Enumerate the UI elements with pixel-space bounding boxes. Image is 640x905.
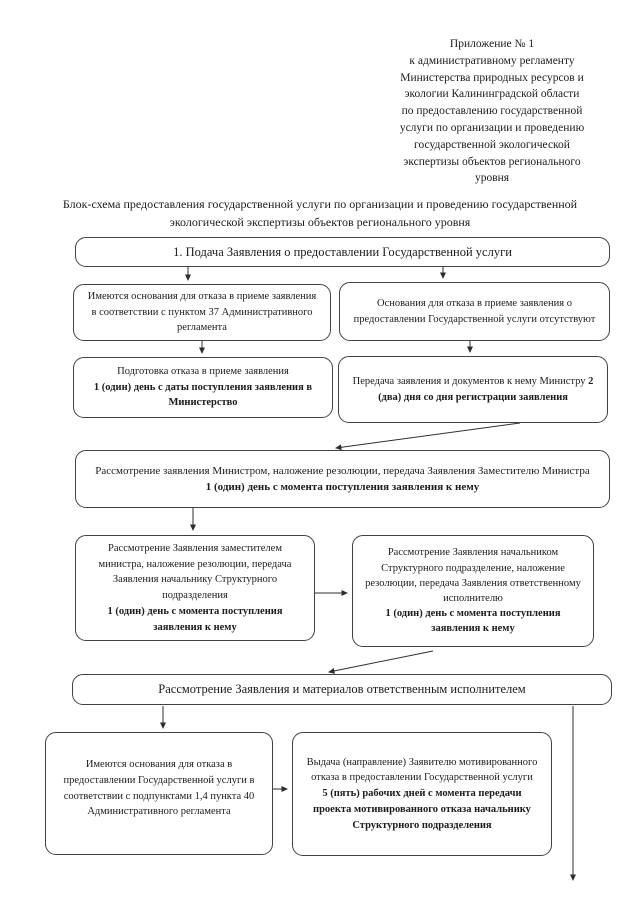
flow-box-transfer-to-minister: Передача заявления и документов к нему М… bbox=[338, 356, 608, 423]
flow-box-text-normal: Рассмотрение Заявления заместителем мини… bbox=[98, 542, 292, 601]
flow-box-text: Выдача (направление) Заявителю мотивиров… bbox=[303, 755, 541, 834]
flow-box-text: Имеются основания для отказа в предостав… bbox=[63, 759, 255, 818]
appendix-line: уровня bbox=[474, 172, 510, 185]
flow-box-text-normal: Подготовка отказа в приеме заявления bbox=[117, 365, 289, 377]
flow-box-motivated-refusal: Выдача (направление) Заявителю мотивиров… bbox=[292, 732, 552, 856]
appendix-line: экспертизы объектов регионального bbox=[403, 155, 581, 168]
flow-box-text: Основания для отказа в приеме заявления … bbox=[353, 297, 596, 325]
flow-box-text: Передача заявления и документов к нему М… bbox=[349, 374, 597, 406]
flow-box-prepare-refusal: Подготовка отказа в приеме заявления 1 (… bbox=[73, 357, 333, 418]
flow-box-head-review: Рассмотрение Заявления начальником Струк… bbox=[352, 535, 594, 647]
flow-box-text-normal: Выдача (направление) Заявителю мотивиров… bbox=[306, 756, 538, 784]
flow-box-refusal-grounds-exist: Имеются основания для отказа в приеме за… bbox=[73, 284, 331, 341]
flow-box-text-term: 1 (один) день с момента поступления заяв… bbox=[107, 605, 283, 633]
flow-box-text-term: 2 (два) дня со дня регистрации заявления bbox=[378, 375, 594, 403]
flow-box-text-term: 1 (один) день с даты поступления заявлен… bbox=[93, 381, 313, 409]
appendix-line: по предоставлению государственной bbox=[401, 105, 583, 118]
flow-box-text: Имеются основания для отказа в приеме за… bbox=[87, 290, 317, 334]
flow-box-text-term: 1 (один) день с момента поступления заяв… bbox=[385, 608, 561, 635]
flow-box-step1-application: 1. Подача Заявления о предоставлении Гос… bbox=[75, 237, 610, 267]
flow-box-text-term: 1 (один) день с момента поступления заяв… bbox=[205, 481, 480, 493]
flow-box-text: Рассмотрение Заявления заместителем мини… bbox=[89, 541, 301, 636]
appendix-line: экологии Калининградской области bbox=[404, 88, 580, 101]
appendix-line: Министерства природных ресурсов и bbox=[400, 71, 584, 84]
flow-box-text: Рассмотрение Заявления и материалов отве… bbox=[158, 682, 526, 697]
flow-box-minister-review: Рассмотрение заявления Министром, наложе… bbox=[75, 450, 610, 508]
appendix-header: Приложение № 1 к административному регла… bbox=[372, 36, 612, 187]
appendix-line: к административному регламенту bbox=[409, 54, 575, 67]
flow-box-text: Рассмотрение заявления Министром, наложе… bbox=[95, 463, 590, 496]
flow-box-no-refusal-grounds: Основания для отказа в приеме заявления … bbox=[339, 282, 610, 341]
flow-box-service-refusal-grounds: Имеются основания для отказа в предостав… bbox=[45, 732, 273, 855]
appendix-line: услуги по организации и проведению bbox=[399, 121, 585, 134]
flow-box-text-normal: Передача заявления и документов к нему М… bbox=[352, 375, 586, 387]
flow-box-text: 1. Подача Заявления о предоставлении Гос… bbox=[173, 244, 512, 259]
flow-box-text-term: 5 (пять) рабочих дней с момента передачи… bbox=[313, 788, 531, 831]
appendix-line: государственной экологической bbox=[414, 138, 570, 151]
flow-box-text: Рассмотрение Заявления начальником Струк… bbox=[363, 545, 583, 636]
flow-box-text: Подготовка отказа в приеме заявления 1 (… bbox=[84, 364, 322, 411]
flow-box-deputy-review: Рассмотрение Заявления заместителем мини… bbox=[75, 535, 315, 641]
appendix-line: Приложение № 1 bbox=[449, 38, 535, 50]
flow-box-text-normal: Рассмотрение Заявления начальником Струк… bbox=[365, 547, 581, 604]
scheme-title: Блок-схема предоставления государственно… bbox=[62, 197, 578, 229]
flow-box-text-normal: Рассмотрение заявления Министром, наложе… bbox=[95, 464, 590, 477]
flow-box-executor-review: Рассмотрение Заявления и материалов отве… bbox=[72, 674, 612, 705]
